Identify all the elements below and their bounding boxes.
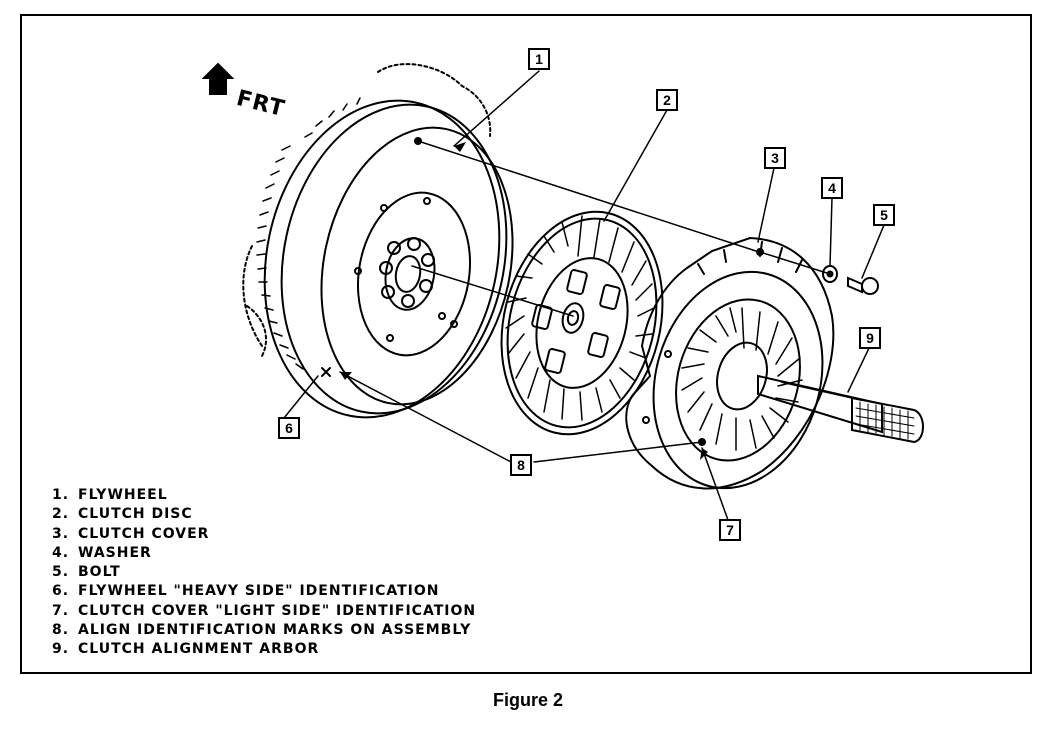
legend-item: 9.CLUTCH ALIGNMENT ARBOR <box>52 641 320 658</box>
cover-flange <box>625 236 835 490</box>
flywheel <box>256 97 514 419</box>
engine-outline <box>242 63 492 357</box>
leader-lines <box>283 70 885 521</box>
callout-1: 1 <box>528 48 550 70</box>
clutch-cover <box>625 236 835 490</box>
callout-7: 7 <box>719 519 741 541</box>
friction-segments <box>505 215 655 421</box>
flywheel-ring-gear <box>263 99 501 419</box>
parts-legend: 1.FLYWHEEL 2.CLUTCH DISC 3.CLUTCH COVER … <box>52 486 476 660</box>
bolt <box>847 276 879 295</box>
legend-item: 4.WASHER <box>52 544 152 561</box>
callout-4: 4 <box>821 177 843 199</box>
heavy-side-mark <box>321 367 331 377</box>
callout-9: 9 <box>859 327 881 349</box>
flywheel-hub-circle <box>356 191 472 357</box>
legend-item: 8.ALIGN IDENTIFICATION MARKS ON ASSEMBLY <box>52 622 472 639</box>
legend-item: 3.CLUTCH COVER <box>52 525 210 542</box>
legend-item: 5.BOLT <box>52 564 121 581</box>
figure-caption: Figure 2 <box>492 690 563 710</box>
clutch-exploded-view <box>201 62 924 521</box>
alignment-arbor <box>757 374 924 444</box>
front-arrow-icon <box>201 62 235 95</box>
cover-housing <box>652 270 824 490</box>
callout-2: 2 <box>656 89 678 111</box>
callout-5: 5 <box>873 204 895 226</box>
flywheel-face <box>320 126 514 406</box>
ring-gear-teeth <box>256 97 361 370</box>
legend-item: 1.FLYWHEEL <box>52 487 168 503</box>
callout-6: 6 <box>278 417 300 439</box>
callout-8: 8 <box>510 454 532 476</box>
diaphragm-fingers <box>681 307 803 451</box>
figure-frame: FRT 1 2 3 4 5 6 7 8 9 1.FLYWHEEL 2.CLUTC… <box>20 14 1032 674</box>
legend-item: 7.CLUTCH COVER "LIGHT SIDE" IDENTIFICATI… <box>52 602 477 619</box>
legend-item: 2.CLUTCH DISC <box>52 506 193 523</box>
clutch-disc <box>500 210 664 436</box>
callout-3: 3 <box>764 147 786 169</box>
legend-item: 6.FLYWHEEL "HEAVY SIDE" IDENTIFICATION <box>52 583 440 600</box>
